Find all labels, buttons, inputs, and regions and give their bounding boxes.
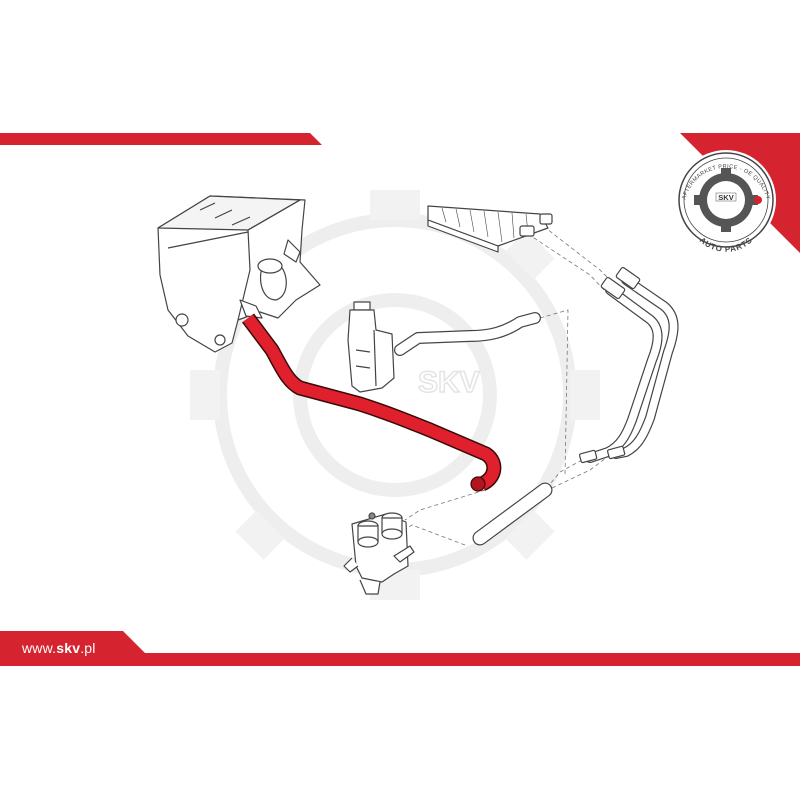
lower-straight-hose [472,482,553,546]
assembly-guide-lines [394,221,621,546]
footer-url: www.skv.pl [21,640,96,656]
pipe-fittings [578,266,641,464]
expansion-tank [347,301,395,393]
gear-watermark-teeth [190,190,600,600]
gear-seal-icon [676,150,776,250]
seal-badge-text: SKV [718,193,733,202]
water-valve [343,512,415,595]
footer-url-prefix: www. [21,640,56,656]
footer-url-suffix: .pl [80,640,95,656]
highlighted-heater-hose [242,313,502,492]
bent-double-pipe [585,275,679,463]
watermark-text: SKV [418,366,480,399]
top-red-band [0,133,322,145]
footer-url-brand: skv [56,640,80,656]
heater-core [427,205,553,253]
engine-block [157,195,321,353]
bottom-red-band [0,631,800,666]
upper-pipe [394,312,541,356]
